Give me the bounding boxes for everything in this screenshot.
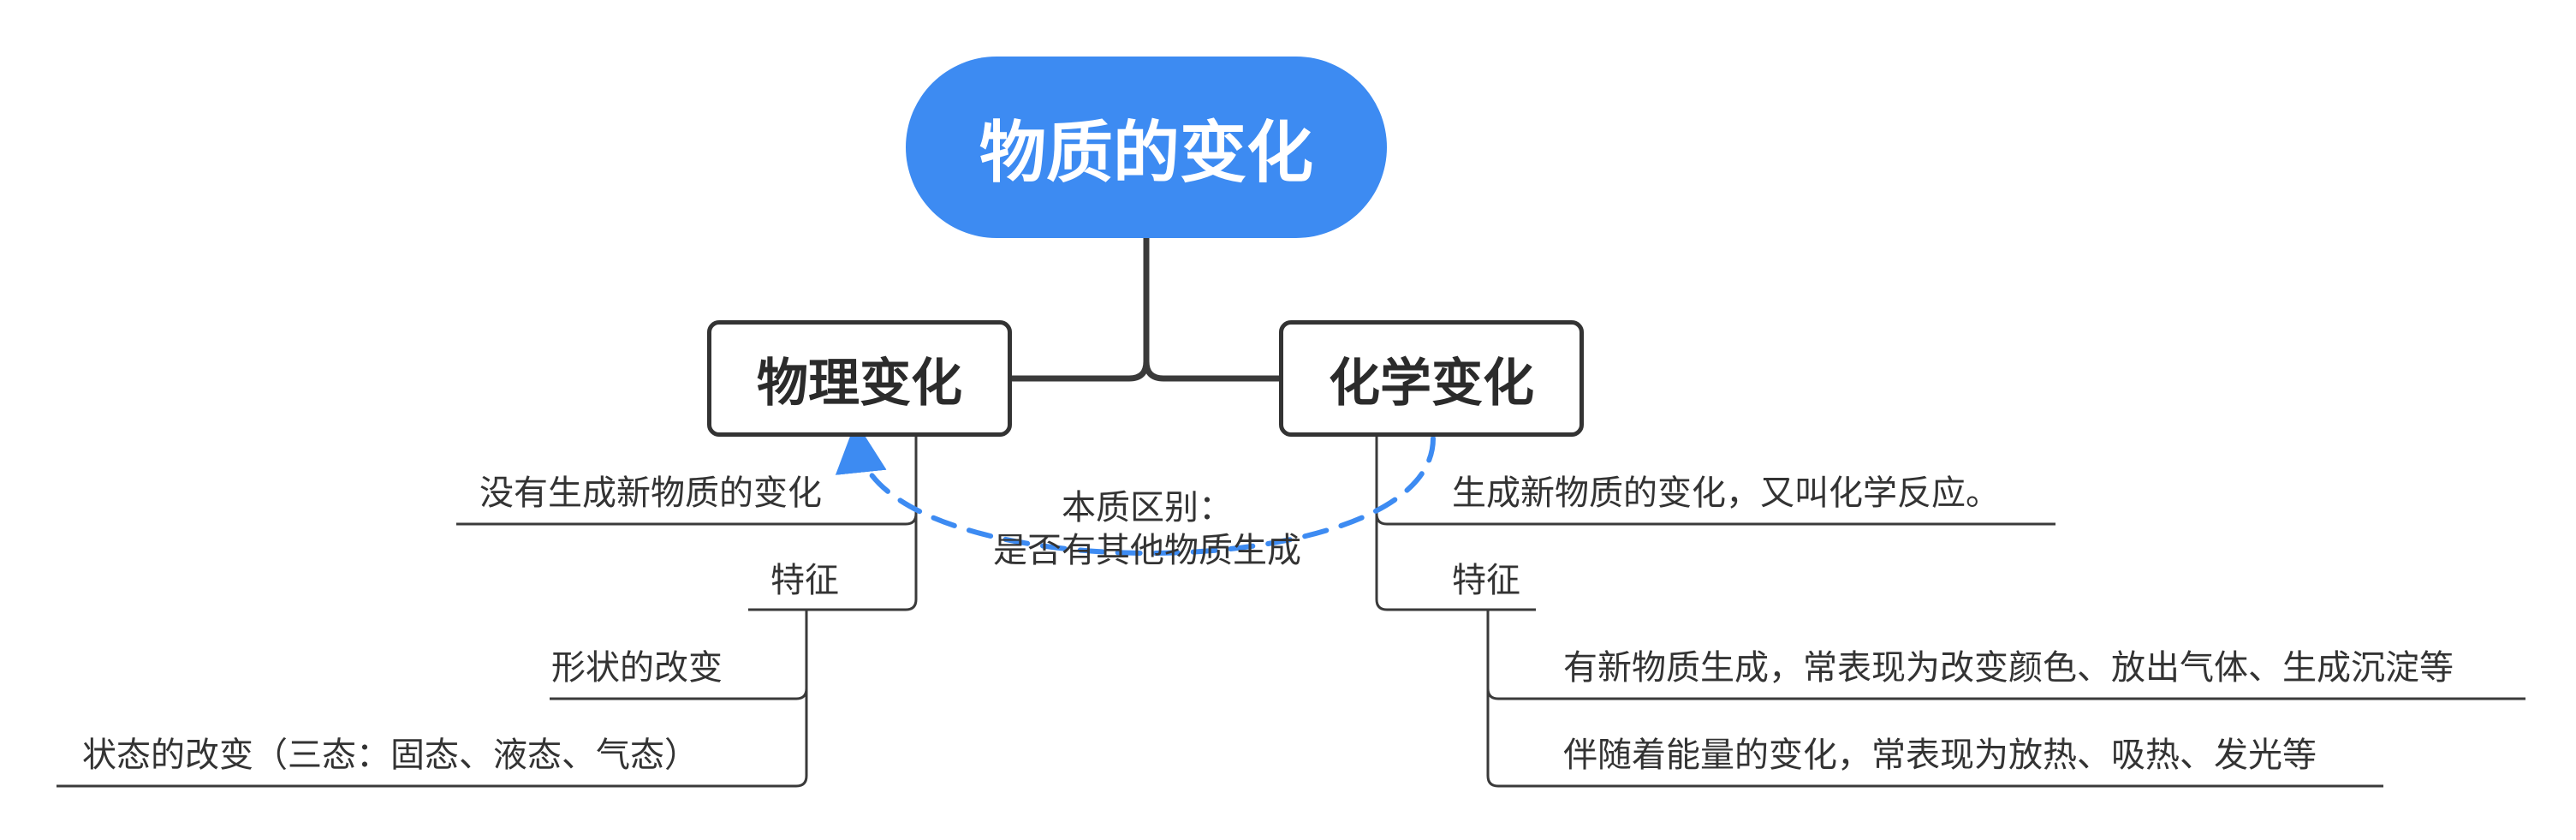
relation-note[interactable]: 本质区别： 是否有其他物质生成	[925, 486, 1370, 572]
physical-feature-2-connector	[57, 688, 808, 788]
relation-note-line1: 本质区别：	[1062, 488, 1233, 527]
root-to-physical-connector	[1008, 358, 1150, 382]
root-to-chemical-connector	[1143, 358, 1282, 382]
physical-change-node[interactable]: 物理变化	[707, 320, 1012, 437]
root-label: 物质的变化	[979, 115, 1313, 192]
physical-feature-connector	[748, 514, 918, 611]
chemical-feature-2-connector	[1486, 688, 2383, 788]
chemical-change-node[interactable]: 化学变化	[1279, 320, 1584, 437]
physical-feature-shape[interactable]: 形状的改变	[551, 648, 723, 688]
chemical-feature-new-substance[interactable]: 有新物质生成，常表现为改变颜色、放出气体、生成沉淀等	[1563, 648, 2454, 688]
chemical-definition[interactable]: 生成新物质的变化，又叫化学反应。	[1452, 474, 2000, 513]
chemical-feature-energy[interactable]: 伴随着能量的变化，常表现为放热、吸热、发光等	[1563, 736, 2317, 775]
chemical-feature-connector	[1375, 514, 1536, 611]
physical-connectors	[57, 437, 918, 788]
relation-note-line2: 是否有其他物质生成	[993, 531, 1301, 570]
root-connectors	[1008, 235, 1282, 382]
physical-feature-label[interactable]: 特征	[770, 561, 839, 600]
physical-change-label: 物理变化	[757, 353, 962, 414]
chemical-feature-label[interactable]: 特征	[1452, 561, 1520, 600]
chemical-connectors	[1375, 437, 2525, 788]
root-node[interactable]: 物质的变化	[906, 57, 1387, 238]
physical-definition[interactable]: 没有生成新物质的变化	[479, 474, 822, 513]
chemical-change-label: 化学变化	[1329, 353, 1534, 414]
physical-feature-state[interactable]: 状态的改变（三态：固态、液态、气态）	[82, 736, 699, 775]
